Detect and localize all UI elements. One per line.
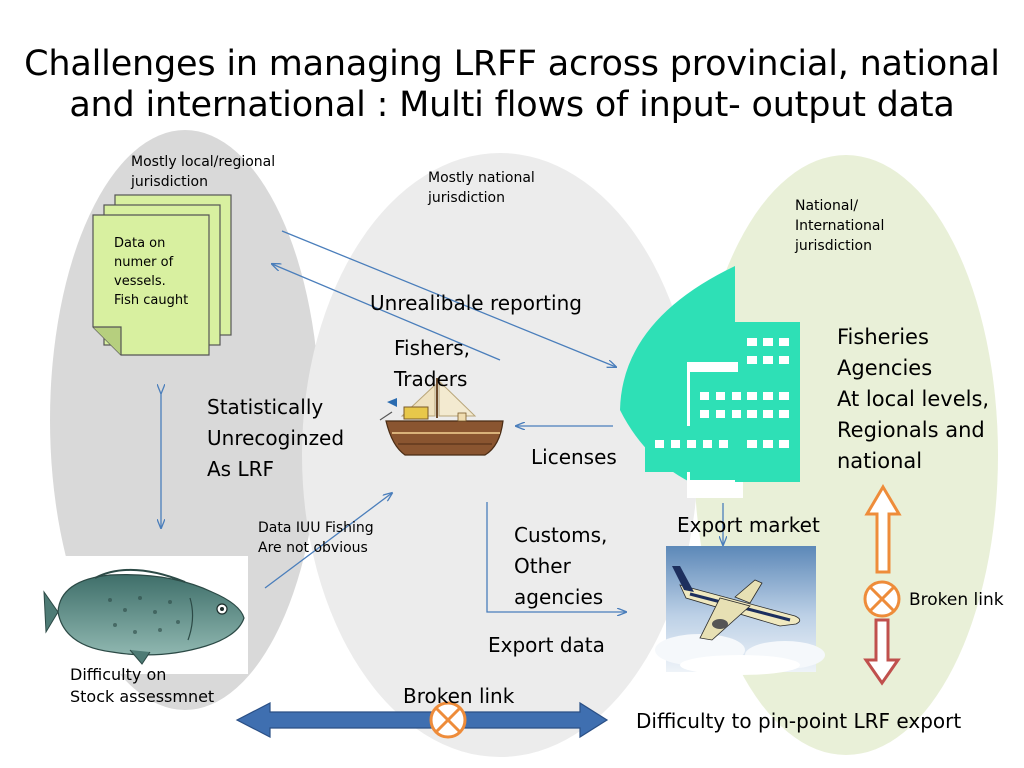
unreliable-reporting-label: Unrealibale reporting (370, 291, 582, 315)
zone-national-label: Mostly national jurisdiction (428, 170, 535, 206)
licenses-label: Licenses (531, 445, 617, 469)
airplane-icon (655, 546, 825, 675)
difficulty-export-label: Difficulty to pin-point LRF export (636, 709, 962, 733)
broken-link-icon (863, 580, 901, 618)
bottom-double-arrow (235, 701, 609, 739)
unreliable-reporting-return-arrow (272, 264, 501, 361)
data-iuu-label: Data IUU Fishing Are not obvious (258, 520, 374, 556)
broken-link-icon (429, 701, 467, 739)
fisheries-agencies-label: Fisheries Agencies At local levels, Regi… (837, 325, 990, 473)
fish-icon (43, 556, 248, 674)
broken-link-right-label: Broken link (909, 590, 1004, 610)
downward-arrow-red (863, 618, 901, 686)
unreliable-reporting-arrow (281, 230, 616, 367)
upward-arrow-orange (864, 484, 902, 574)
connector-arrows (161, 230, 723, 612)
boat-icon (379, 378, 504, 456)
customs-label: Customs, Other agencies (514, 523, 608, 609)
statistically-unrecognized-label: Statistically Unrecoginzed As LRF (207, 395, 345, 481)
difficulty-stock-label: Difficulty on Stock assessmnet (70, 665, 215, 706)
export-market-label: Export market (677, 513, 820, 537)
document-note-text: Data on numer of vessels. Fish caught (114, 236, 189, 308)
fishers-traders-label: Fishers, Traders (394, 336, 471, 391)
zone-local-label: Mostly local/regional jurisdiction (131, 154, 276, 190)
document-stack-icon (92, 194, 232, 356)
iuu-arrow (264, 493, 392, 589)
export-data-label: Export data (488, 633, 605, 657)
broken-link-bottom-label: Broken link (403, 684, 515, 708)
export-data-arrow (486, 502, 626, 612)
zone-international-label: National/ International jurisdiction (795, 198, 885, 254)
page-title: Challenges in managing LRFF across provi… (24, 44, 1000, 125)
zone-national-ellipse (302, 153, 698, 757)
office-building-icon (620, 266, 800, 498)
